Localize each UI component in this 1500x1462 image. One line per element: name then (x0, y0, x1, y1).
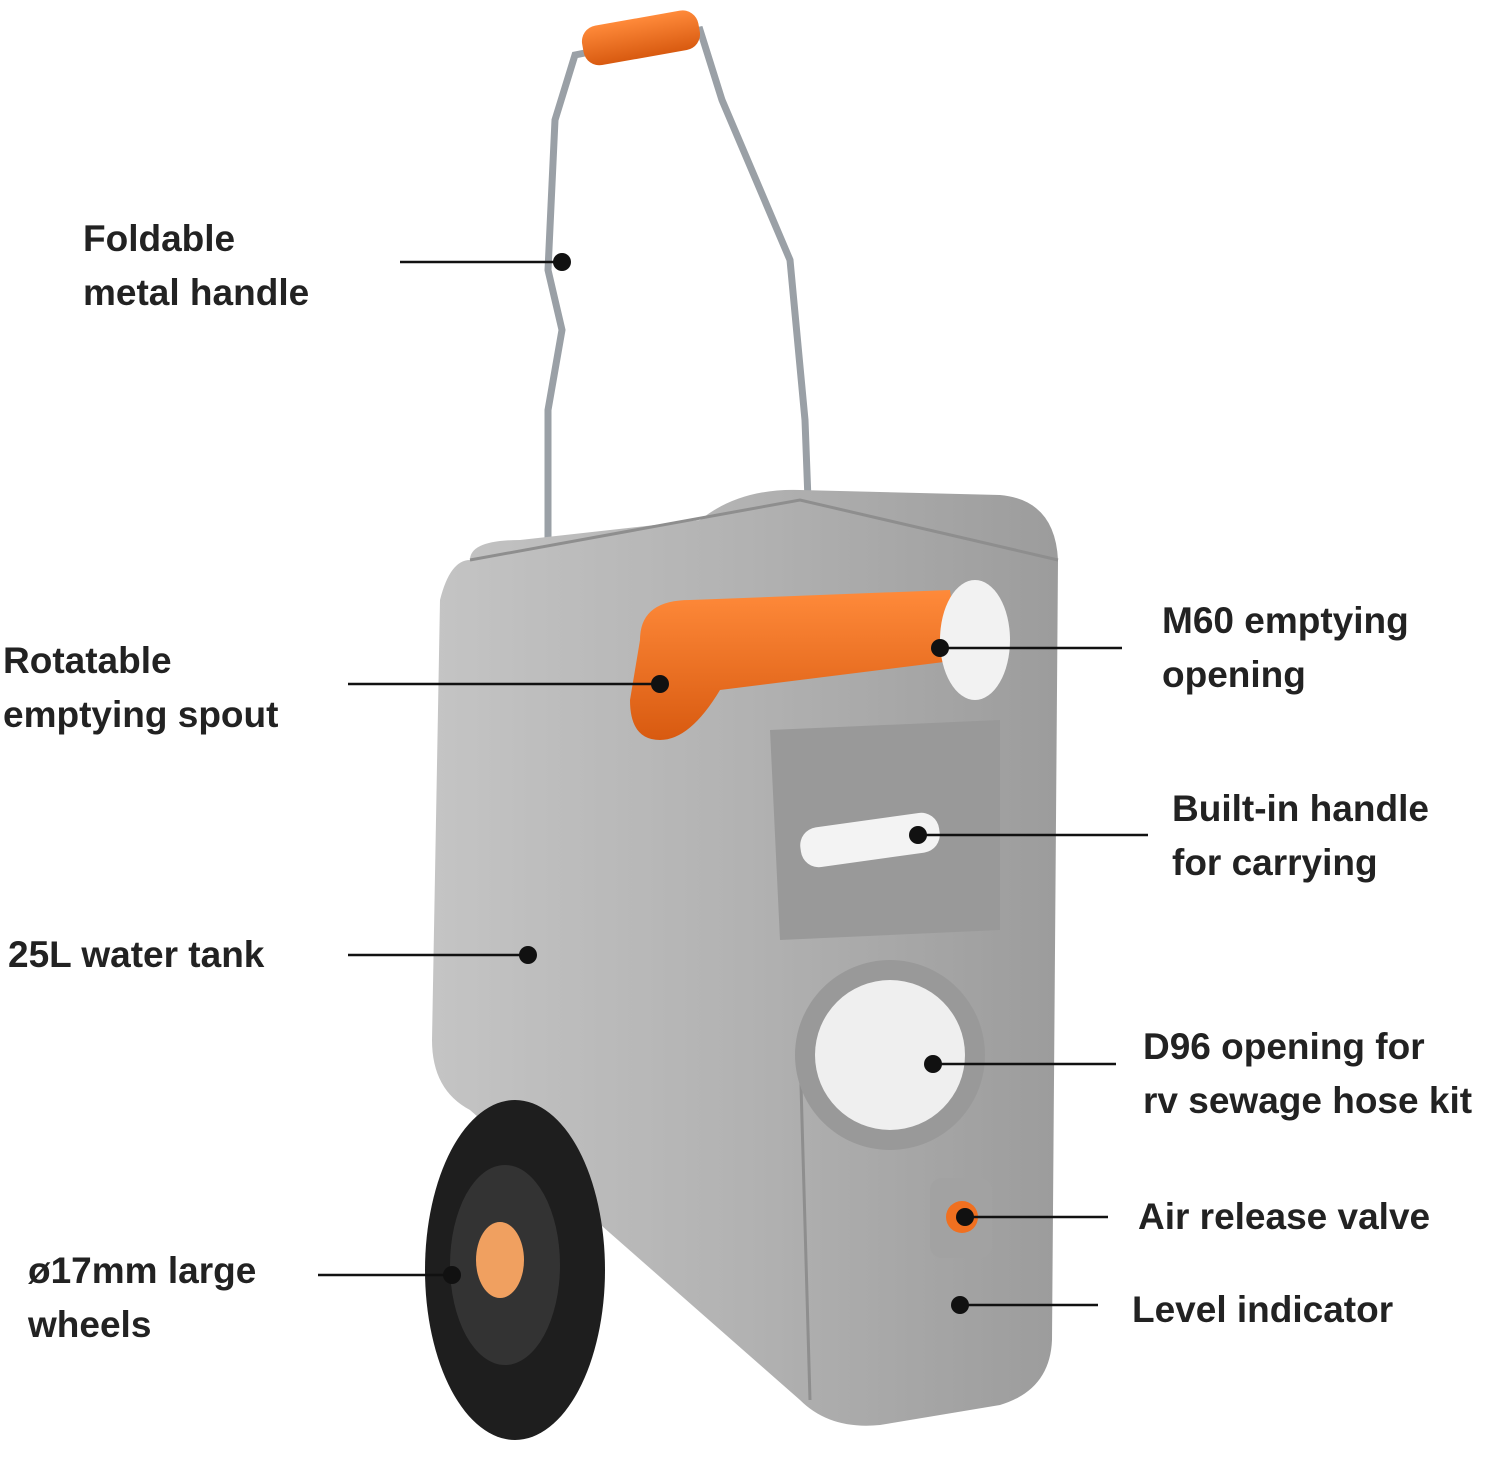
label-level-indicator: Level indicator (1132, 1283, 1393, 1337)
metal-handle (544, 25, 812, 549)
label-spout: Rotatable emptying spout (3, 634, 278, 742)
m60-cap (940, 580, 1010, 700)
label-line: Air release valve (1138, 1196, 1431, 1237)
label-line: 25L water tank (8, 934, 265, 975)
label-carry-handle: Built-in handle for carrying (1172, 782, 1429, 890)
label-line: rv sewage hose kit (1143, 1080, 1473, 1121)
carry-handle (800, 812, 940, 868)
label-line: metal handle (83, 272, 310, 313)
label-d96: D96 opening for rv sewage hose kit (1143, 1020, 1472, 1128)
d96-cap (815, 980, 965, 1130)
label-tank: 25L water tank (8, 928, 264, 982)
label-line: Level indicator (1132, 1289, 1394, 1330)
leader-dots (443, 253, 974, 1314)
label-line: ø17mm large (28, 1250, 257, 1291)
label-line: opening (1162, 654, 1306, 695)
label-line: D96 opening for (1143, 1026, 1425, 1067)
handle-grip (581, 10, 701, 66)
leader-lines (318, 260, 1148, 1307)
label-line: for carrying (1172, 842, 1378, 883)
label-line: emptying spout (3, 694, 279, 735)
label-air-valve: Air release valve (1138, 1190, 1430, 1244)
label-line: M60 emptying (1162, 600, 1409, 641)
label-line: Built-in handle (1172, 788, 1429, 829)
label-line: Foldable (83, 218, 236, 259)
label-line: wheels (28, 1304, 152, 1345)
label-m60: M60 emptying opening (1162, 594, 1409, 702)
label-wheels: ø17mm large wheels (28, 1244, 256, 1352)
label-metal-handle: Foldable metal handle (83, 212, 309, 320)
spout (630, 590, 960, 740)
label-line: Rotatable (3, 640, 172, 681)
